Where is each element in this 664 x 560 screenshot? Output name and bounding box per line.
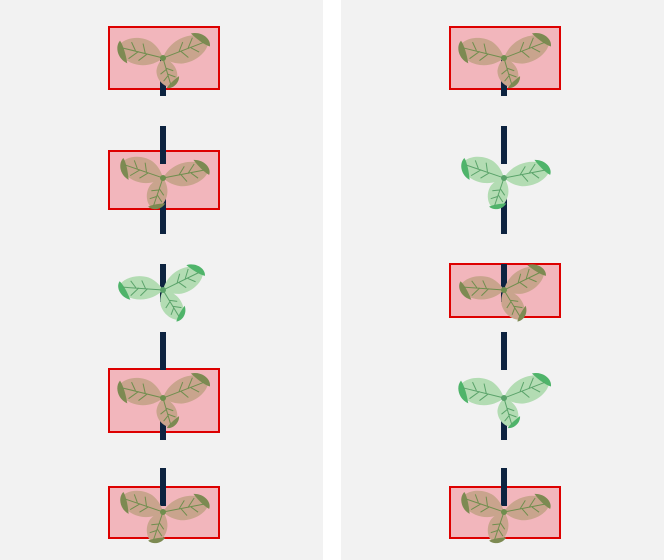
plant-stem-base	[501, 509, 507, 515]
plant-stem-base	[501, 55, 507, 61]
leaf	[497, 58, 521, 89]
leaf	[487, 512, 509, 544]
healthy-plant	[118, 264, 205, 322]
leaf	[461, 490, 504, 518]
diseased-plant	[117, 33, 210, 89]
leaf	[118, 276, 163, 300]
diseased-plant	[120, 490, 210, 544]
right-field-panel	[341, 0, 664, 560]
leaf	[487, 178, 509, 210]
plant-stem-base	[160, 175, 166, 181]
diseased-plant	[120, 156, 210, 210]
diseased-plant	[459, 264, 546, 322]
leaf	[504, 33, 551, 64]
leaf	[504, 159, 551, 187]
healthy-plant	[461, 156, 551, 210]
diseased-plant	[461, 490, 551, 544]
right-field-scene	[449, 26, 561, 544]
leaf	[163, 493, 210, 521]
plant-stem-base	[160, 395, 166, 401]
leaf	[459, 276, 504, 300]
diseased-plant	[117, 373, 210, 429]
leaf	[163, 264, 205, 294]
plant-stem-base	[160, 287, 166, 293]
left-field-panel	[0, 0, 323, 560]
leaf	[504, 493, 551, 521]
leaf	[458, 378, 504, 406]
plant-stem-base	[501, 287, 507, 293]
leaf	[501, 290, 527, 322]
leaf	[160, 290, 186, 322]
leaf	[120, 156, 163, 184]
leaf	[117, 38, 163, 66]
diseased-plant	[458, 33, 551, 89]
plant-stem-base	[501, 395, 507, 401]
healthy-plant	[458, 373, 551, 429]
leaf	[163, 159, 210, 187]
leaf	[163, 373, 210, 404]
plant-stem-base	[501, 175, 507, 181]
leaf	[461, 156, 504, 184]
leaf	[120, 490, 163, 518]
leaf	[504, 264, 546, 294]
leaf	[497, 398, 521, 429]
leaf	[156, 398, 180, 429]
plant-stem-base	[160, 55, 166, 61]
leaf	[163, 33, 210, 64]
leaf	[156, 58, 180, 89]
leaf	[458, 38, 504, 66]
plant-stem-base	[160, 509, 166, 515]
leaf	[117, 378, 163, 406]
leaf	[504, 373, 551, 404]
left-field-scene	[108, 26, 220, 544]
leaf	[146, 512, 168, 544]
leaf	[146, 178, 168, 210]
